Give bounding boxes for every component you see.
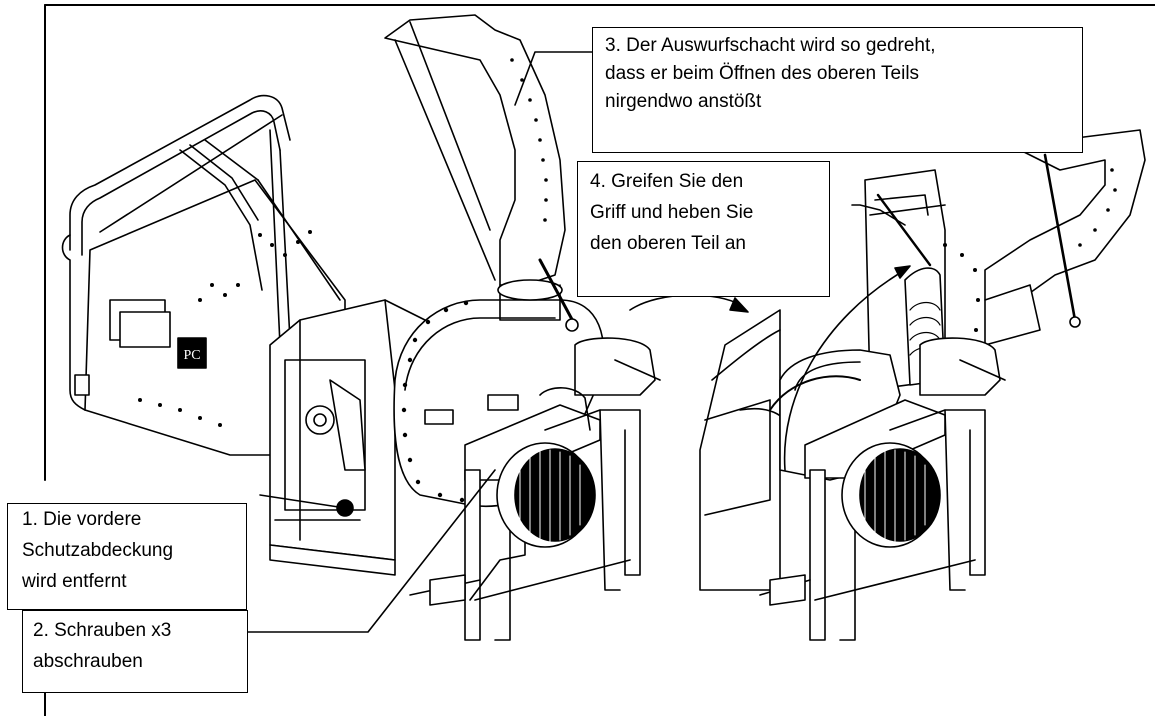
step1-line-2: Schutzabdeckung: [22, 540, 174, 561]
step2-line-1: 2. Schrauben x3: [33, 620, 172, 641]
step2-leader-line: [247, 469, 496, 633]
leader-lines: [247, 51, 911, 633]
step3-leader-line: [514, 51, 593, 106]
step4-callout: 4. Greifen Sie den Griff und heben Sie d…: [577, 161, 830, 297]
step3-callout: 3. Der Auswurfschacht wird so gedreht, d…: [592, 27, 1083, 153]
brand-logo-text: PC: [183, 348, 200, 363]
step1-line-3: wird entfernt: [22, 571, 127, 592]
left-machine-drawing: PC: [61, 14, 661, 641]
right-machine-drawing: [699, 129, 1146, 641]
step4-line-2: Griff und heben Sie: [590, 202, 754, 223]
transition-arrowhead: [729, 297, 749, 313]
step3-line-3: nirgendwo anstößt: [605, 91, 762, 112]
step1-line-1: 1. Die vordere: [22, 509, 142, 530]
step4-line-1: 4. Greifen Sie den: [590, 171, 744, 192]
lift-arc: [783, 269, 906, 471]
step4-leader-line: [851, 204, 906, 226]
step1-callout: 1. Die vordere Schutzabdeckung wird entf…: [7, 503, 247, 610]
step3-line-1: 3. Der Auswurfschacht wird so gedreht,: [605, 35, 936, 56]
step1-leader-line: [259, 494, 346, 509]
transition-arrow: [629, 294, 741, 311]
step3-line-2: dass er beim Öffnen des oberen Teils: [605, 63, 920, 84]
step2-callout: 2. Schrauben x3 abschrauben: [22, 610, 248, 693]
lift-arc-arrowhead: [894, 265, 911, 279]
step4-line-3: den oberen Teil an: [590, 233, 746, 254]
step2-line-2: abschrauben: [33, 651, 143, 672]
